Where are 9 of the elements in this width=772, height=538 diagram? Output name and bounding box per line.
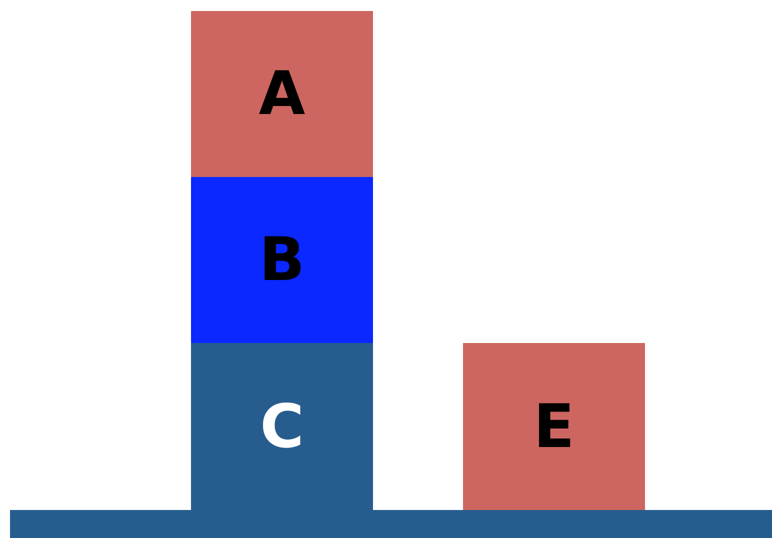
block [191,11,373,177]
block-label: E [534,392,574,462]
block [191,343,373,510]
block [191,177,373,343]
block-label: B [259,225,305,295]
block [463,343,645,510]
table-bar [10,510,772,538]
block-label: C [260,392,304,462]
block-label: A [258,59,306,129]
